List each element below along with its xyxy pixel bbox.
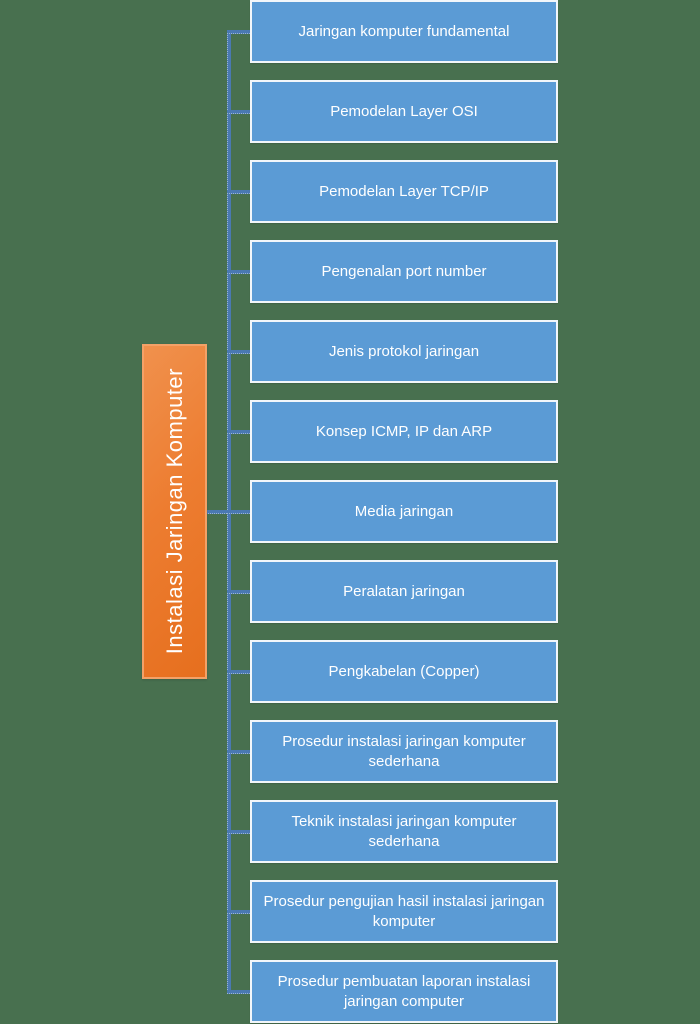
branch-label: Peralatan jaringan [343,582,465,600]
branch-row: Konsep ICMP, IP dan ARP [227,400,558,463]
branch-row: Media jaringan [227,480,558,543]
branch-node: Prosedur pembuatan laporan instalasi jar… [250,960,558,1023]
connector-stub [227,669,250,674]
branch-node: Konsep ICMP, IP dan ARP [250,400,558,463]
root-node: Instalasi Jaringan Komputer [142,344,207,679]
connector-stub [227,989,250,994]
branch-row: Peralatan jaringan [227,560,558,623]
branch-row: Jenis protokol jaringan [227,320,558,383]
connector-stub [227,909,250,914]
connector-stub [227,109,250,114]
branch-label: Jaringan komputer fundamental [298,22,510,40]
branch-node: Pemodelan Layer TCP/IP [250,160,558,223]
branch-label: Pemodelan Layer TCP/IP [319,182,489,200]
branch-row: Pemodelan Layer TCP/IP [227,160,558,223]
branch-row: Prosedur pengujian hasil instalasi jarin… [227,880,558,943]
branch-node: Teknik instalasi jaringan komputer seder… [250,800,558,863]
branch-label: Media jaringan [354,502,454,520]
branch-label: Teknik instalasi jaringan komputer seder… [291,813,517,850]
root-label: Instalasi Jaringan Komputer [161,368,187,655]
branch-row: Pemodelan Layer OSI [227,80,558,143]
connector-stub [227,429,250,434]
branch-row: Prosedur instalasi jaringan komputer sed… [227,720,558,783]
branch-column: Jaringan komputer fundamental Pemodelan … [227,0,558,1023]
connector-stub [227,589,250,594]
branch-node: Peralatan jaringan [250,560,558,623]
connector-stub [227,189,250,194]
connector-stub [227,749,250,754]
branch-row: Jaringan komputer fundamental [227,0,558,63]
branch-node: Pengkabelan (Copper) [250,640,558,703]
connector-stub [227,29,250,34]
connector-stub [227,509,250,514]
branch-node: Pengenalan port number [250,240,558,303]
branch-label: Prosedur instalasi jaringan komputer sed… [282,733,526,770]
branch-node: Pemodelan Layer OSI [250,80,558,143]
connector-stub [227,269,250,274]
branch-node: Prosedur instalasi jaringan komputer sed… [250,720,558,783]
branch-label: Prosedur pengujian hasil instalasi jarin… [263,893,545,930]
connector-stub [227,349,250,354]
branch-row: Pengenalan port number [227,240,558,303]
branch-label: Pengenalan port number [321,262,487,280]
branch-label: Jenis protokol jaringan [328,342,480,360]
branch-node: Media jaringan [250,480,558,543]
branch-label: Pengkabelan (Copper) [328,662,480,680]
connector-stub [227,829,250,834]
branch-node: Jaringan komputer fundamental [250,0,558,63]
branch-node: Prosedur pengujian hasil instalasi jarin… [250,880,558,943]
branch-label: Pemodelan Layer OSI [330,102,478,120]
branch-label: Prosedur pembuatan laporan instalasi jar… [277,973,531,1010]
branch-label: Konsep ICMP, IP dan ARP [315,422,493,440]
branch-row: Prosedur pembuatan laporan instalasi jar… [227,960,558,1023]
branch-row: Pengkabelan (Copper) [227,640,558,703]
branch-row: Teknik instalasi jaringan komputer seder… [227,800,558,863]
branch-node: Jenis protokol jaringan [250,320,558,383]
